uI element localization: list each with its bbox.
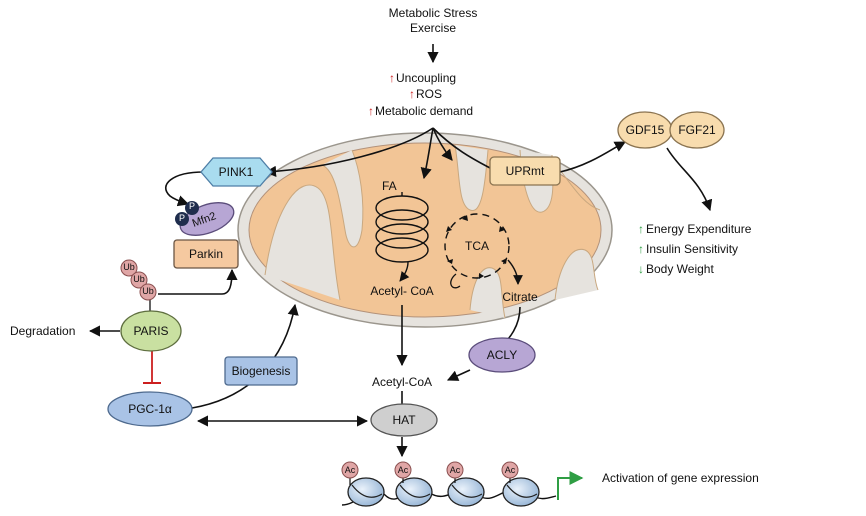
- ac-label-4: Ac: [504, 465, 516, 475]
- activation-label: Activation of gene expression: [602, 471, 759, 485]
- outcome-weight: ↓Body Weight: [638, 262, 714, 276]
- nucleosome: [447, 477, 485, 507]
- outcome-energy: ↑Energy Expenditure: [638, 222, 751, 236]
- uprmt-box: [489, 156, 561, 186]
- ub-label-3: Ub: [142, 286, 154, 296]
- ac-mark-2: [394, 461, 412, 479]
- acetyl-coa-cyto-label: Acetyl-CoA: [371, 375, 433, 389]
- ros-label: ROS: [416, 87, 443, 101]
- biogenesis-box: [224, 356, 298, 386]
- pgc1a-ellipse: [107, 391, 193, 427]
- demand-row: ↑Metabolic demand: [368, 104, 473, 118]
- hat-ellipse: [370, 403, 438, 437]
- uncoupling-label: Uncoupling: [396, 71, 457, 85]
- hormone-effect-arrow: [666, 147, 713, 212]
- increase-arrow-icon: ↑: [638, 222, 644, 236]
- ac-label-3: Ac: [449, 465, 461, 475]
- ac-mark-3: [446, 461, 464, 479]
- decrease-arrow-icon: ↓: [638, 262, 644, 276]
- ub-3: [139, 283, 157, 301]
- paris-label: PARIS: [133, 324, 169, 338]
- demand-label: Metabolic demand: [375, 104, 474, 118]
- fgf21-label: FGF21: [678, 123, 716, 137]
- ub-1: [120, 259, 138, 277]
- ac-label-2: Ac: [397, 465, 409, 475]
- parkin-label: Parkin: [188, 247, 224, 261]
- outcome-insulin-label: Insulin Sensitivity: [646, 242, 739, 256]
- gene-activation-arrow: [557, 471, 584, 500]
- ub-to-parkin-arrow: [158, 268, 238, 295]
- increase-arrow-icon: ↑: [638, 242, 644, 256]
- gdf15-label: GDF15: [625, 123, 665, 137]
- phospho-top: [185, 201, 199, 215]
- ac-mark-4: [501, 461, 519, 479]
- nucleosome: [347, 477, 385, 507]
- uncoupling-row: ↑Uncoupling: [389, 71, 456, 85]
- biogenesis-label: Biogenesis: [231, 364, 291, 378]
- nucleosome: [502, 477, 540, 507]
- acly-to-acetylcoa-arrow: [446, 369, 471, 381]
- outcome-weight-label: Body Weight: [646, 262, 714, 276]
- pink1-to-mfn2-arrow: [164, 171, 205, 207]
- tca-label: TCA: [465, 239, 489, 253]
- phospho-bottom: [175, 212, 189, 226]
- stimulus-line2: Exercise: [409, 21, 457, 35]
- phospho-label-top: P: [188, 201, 196, 211]
- nucleosome: [395, 477, 433, 507]
- increase-arrow-icon: ↑: [368, 104, 374, 118]
- ub-label-2: Ub: [133, 274, 145, 284]
- acetyl-coa-mito-label: Acetyl- CoA: [370, 284, 434, 298]
- ac-mark-1: [341, 461, 359, 479]
- tca-cycle: [444, 213, 523, 289]
- paris-ellipse: [120, 310, 182, 352]
- outcome-energy-label: Energy Expenditure: [646, 222, 752, 236]
- degradation-label: Degradation: [10, 324, 76, 338]
- fa-spiral: [375, 192, 429, 282]
- demand-branches: [264, 127, 626, 180]
- ub-2: [130, 271, 148, 289]
- stimulus-line1: Metabolic Stress: [388, 6, 478, 20]
- fa-label: FA: [382, 179, 397, 193]
- ros-row: ↑ROS: [409, 87, 442, 101]
- chromatin: [341, 476, 557, 507]
- uprmt-label: UPRmt: [505, 164, 545, 178]
- pink1-hexagon: [200, 157, 273, 187]
- fgf21-ellipse: [669, 111, 725, 149]
- pink1-label: PINK1: [218, 165, 254, 179]
- hat-label: HAT: [392, 413, 416, 427]
- outcome-insulin: ↑Insulin Sensitivity: [638, 242, 738, 256]
- increase-arrow-icon: ↑: [389, 71, 395, 85]
- increase-arrow-icon: ↑: [409, 87, 415, 101]
- citrate-label: Citrate: [502, 290, 538, 304]
- parkin-box: [173, 239, 239, 269]
- pgc1a-label: PGC-1α: [128, 402, 172, 416]
- phospho-label-bottom: P: [178, 213, 186, 223]
- acly-label: ACLY: [486, 348, 518, 362]
- ub-label-1: Ub: [123, 262, 135, 272]
- acly-ellipse: [468, 337, 536, 373]
- ac-label-1: Ac: [344, 465, 356, 475]
